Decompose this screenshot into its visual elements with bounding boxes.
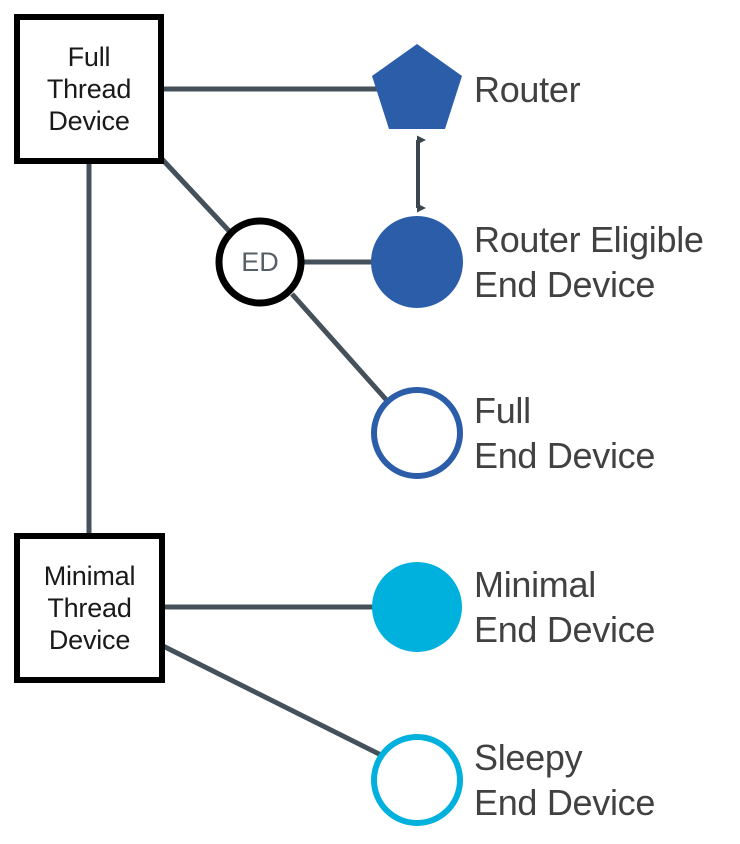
router-pentagon-shape	[372, 44, 462, 129]
sleepy-end-device-label-line-2: End Device	[474, 782, 656, 823]
sleepy-end-device-label: Sleepy End Device	[474, 735, 655, 825]
minimal-end-device-label-line-2: End Device	[474, 609, 656, 650]
full-end-device-label-line-2: End Device	[474, 435, 656, 476]
full-thread-device-box[interactable]: Full Thread Device	[14, 14, 164, 164]
connector-ftd-to-ed	[159, 156, 232, 234]
router-eligible-end-device-label-line-2: End Device	[474, 264, 656, 305]
router-eligible-end-device-circle-shape	[371, 216, 463, 308]
full-end-device-label-line-1: Full	[474, 390, 531, 431]
minimal-end-device-circle-shape	[372, 562, 462, 652]
router-eligible-end-device-label-line-1: Router Eligible	[474, 219, 704, 260]
full-end-device-label: Full End Device	[474, 388, 655, 478]
minimal-thread-device-line-2: Thread	[47, 593, 132, 623]
router-label-line-1: Router	[474, 69, 581, 110]
full-end-device-circle-shape	[371, 387, 463, 479]
connector-mtd-to-sed	[159, 642, 387, 760]
minimal-thread-device-line-1: Minimal	[43, 561, 136, 591]
router-eligible-end-device-label: Router Eligible End Device	[474, 217, 704, 307]
sleepy-end-device-label-line-1: Sleepy	[474, 737, 583, 778]
full-thread-device-line-3: Device	[48, 106, 130, 136]
router-label: Router	[474, 67, 581, 112]
sleepy-end-device-circle-shape	[371, 734, 463, 826]
end-device-circle-shape	[215, 217, 305, 307]
minimal-thread-device-box[interactable]: Minimal Thread Device	[14, 533, 165, 683]
minimal-thread-device-line-3: Device	[48, 625, 131, 655]
end-device-abbreviation-label: ED	[241, 247, 279, 277]
minimal-end-device-label: Minimal End Device	[474, 562, 655, 652]
minimal-end-device-label-line-1: Minimal	[474, 564, 596, 605]
full-thread-device-line-2: Thread	[46, 74, 132, 104]
connector-ed-to-fed	[290, 292, 392, 406]
full-thread-device-line-1: Full	[67, 42, 111, 72]
